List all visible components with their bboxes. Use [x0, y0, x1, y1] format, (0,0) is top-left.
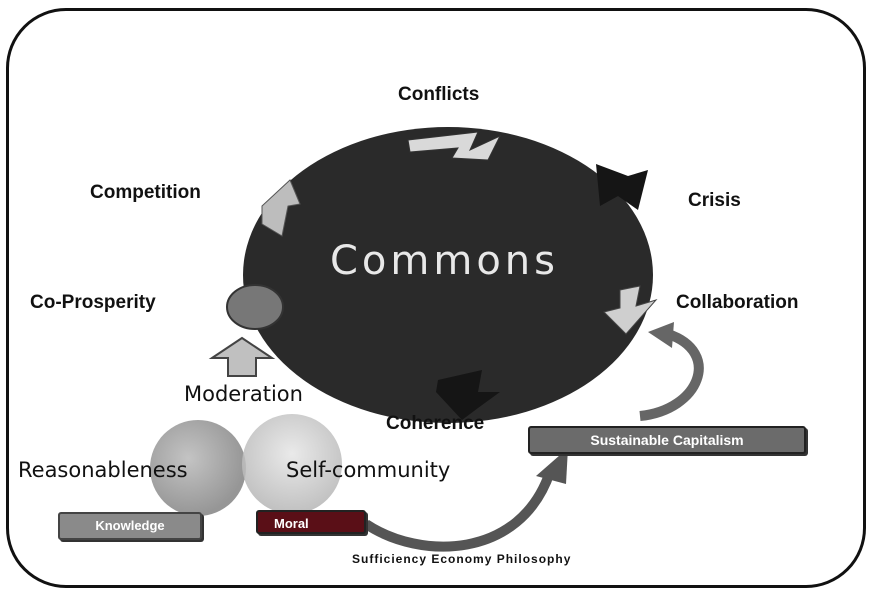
- curve-arrow-head-2: [648, 322, 674, 348]
- label-competition: Competition: [90, 182, 201, 203]
- arrow-crisis: [596, 164, 648, 210]
- co-prosperity-node: [226, 284, 284, 330]
- arrow-conflicts: [407, 131, 502, 161]
- label-moderation: Moderation: [184, 382, 303, 406]
- curve-arrow-moral-capitalism: [363, 470, 555, 552]
- commons-title: Commons: [330, 238, 559, 284]
- tag-knowledge: Knowledge: [58, 512, 202, 540]
- moderation-arrow: [208, 336, 276, 377]
- label-crisis: Crisis: [688, 190, 741, 211]
- arrow-coherence: [436, 370, 500, 420]
- label-reasonableness: Reasonableness: [18, 458, 188, 482]
- venn-right-circle: [242, 414, 342, 514]
- venn-left-circle: [150, 420, 246, 516]
- rounded-frame: [6, 8, 866, 588]
- label-conflicts: Conflicts: [398, 84, 480, 105]
- commons-ellipse: [243, 127, 653, 423]
- label-coherence: Coherence: [386, 413, 485, 434]
- curve-arrow-head: [536, 448, 568, 484]
- footer-caption: Sufficiency Economy Philosophy: [352, 552, 572, 566]
- curve-arrow-capitalism-collaboration: [639, 329, 704, 421]
- arrow-competition: [261, 179, 301, 237]
- label-co-prosperity: Co-Prosperity: [30, 292, 156, 313]
- tag-moral: Moral: [256, 510, 366, 534]
- arrow-collaboration: [603, 285, 658, 335]
- tag-sustainable-capitalism: Sustainable Capitalism: [528, 426, 806, 454]
- label-self-community: Self-community: [286, 458, 451, 482]
- label-collaboration: Collaboration: [676, 292, 799, 313]
